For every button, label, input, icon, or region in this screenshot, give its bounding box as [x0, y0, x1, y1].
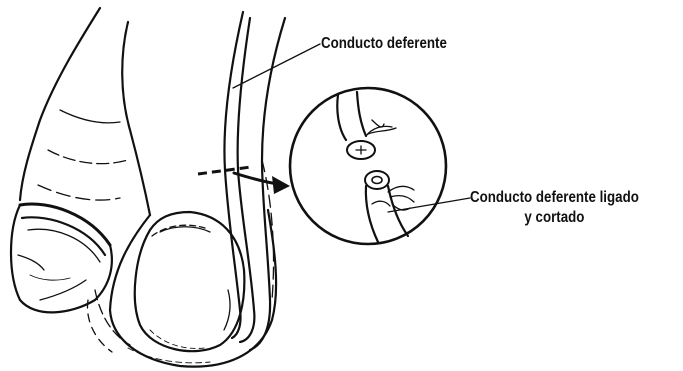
- scrotum-drawing: [87, 210, 276, 367]
- label-ligated-cut-line2: y cortado: [470, 208, 639, 228]
- label-ligated-cut-line1: Conducto deferente ligado: [470, 188, 639, 208]
- label-vas-deferens: Conducto deferente: [321, 34, 447, 54]
- penis-drawing: [11, 8, 150, 312]
- magnified-inset: [290, 88, 446, 244]
- label-ligated-cut: Conducto deferente ligado y cortado: [470, 188, 639, 228]
